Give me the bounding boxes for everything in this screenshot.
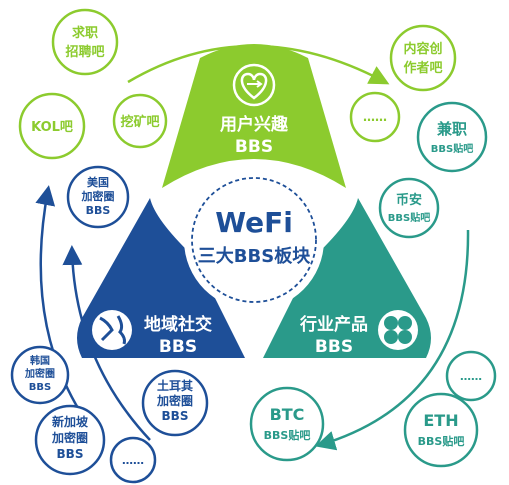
svg-text:求职: 求职	[72, 25, 98, 41]
center-subtitle: 三大BBS板块	[198, 245, 311, 267]
svg-text:加密圈: 加密圈	[156, 393, 193, 408]
svg-text:BBS贴吧: BBS贴吧	[418, 434, 465, 448]
svg-text:加密圈: 加密圈	[51, 430, 88, 445]
sector-interest-label: 用户兴趣	[220, 114, 289, 135]
sector-industry-sub: BBS	[315, 337, 353, 357]
svg-text:ETH: ETH	[423, 411, 458, 430]
svg-text:加密圈: 加密圈	[24, 367, 55, 380]
teal-arrow	[315, 229, 470, 451]
bubble-industry-btc: BTC BBS贴吧	[249, 386, 325, 462]
svg-text:韩国: 韩国	[30, 354, 50, 367]
svg-text:作者吧: 作者吧	[403, 60, 442, 76]
svg-text:BBS贴吧: BBS贴吧	[264, 428, 311, 442]
sector-interest-sub: BBS	[235, 137, 273, 157]
bubble-industry-binance: 币安 BBS贴吧	[378, 177, 440, 239]
svg-text:BBS: BBS	[29, 382, 51, 393]
bubble-industry-eth: ETH BBS贴吧	[403, 392, 479, 468]
bubble-region-turkey: 土耳其 加密圈 BBS	[141, 369, 209, 437]
svg-text:……: ……	[122, 454, 144, 467]
bubble-interest-jobs: 求职 招聘吧	[51, 8, 119, 76]
svg-text:BBS: BBS	[162, 409, 189, 423]
center-circle	[184, 170, 324, 310]
svg-text:加密圈: 加密圈	[81, 189, 115, 203]
svg-text:BTC: BTC	[270, 405, 305, 424]
bubble-region-korea: 韩国 加密圈 BBS	[10, 345, 70, 405]
svg-text:挖矿吧: 挖矿吧	[120, 114, 159, 130]
svg-text:币安: 币安	[396, 192, 422, 208]
sector-region-sub: BBS	[159, 337, 197, 357]
bubble-region-more: ……	[109, 436, 157, 484]
bubble-region-singapore: 新加坡 加密圈 BBS	[34, 404, 106, 476]
center-dashed-ring	[191, 177, 317, 303]
svg-text:兼职: 兼职	[437, 120, 467, 138]
svg-text:BBS: BBS	[86, 204, 111, 217]
bubble-interest-mining: 挖矿吧	[112, 93, 168, 149]
svg-text:BBS贴吧: BBS贴吧	[388, 211, 430, 224]
svg-text:招聘吧: 招聘吧	[65, 44, 104, 60]
sector-region-label: 地域社交	[144, 314, 212, 335]
svg-text:……: ……	[460, 370, 482, 383]
bubble-region-us: 美国 加密圈 BBS	[66, 165, 130, 229]
globe-icon	[92, 310, 132, 350]
bubble-interest-more: ……	[349, 91, 401, 143]
svg-text:BBS贴吧: BBS贴吧	[431, 142, 473, 155]
bubble-interest-kol: KOL吧	[18, 92, 86, 160]
sector-industry-label: 行业产品	[299, 314, 368, 335]
svg-text:……: ……	[363, 110, 387, 124]
bubble-industry-parttime: 兼职 BBS贴吧	[416, 101, 488, 173]
svg-text:内容创: 内容创	[403, 41, 442, 57]
svg-text:KOL吧: KOL吧	[31, 120, 73, 135]
svg-text:美国: 美国	[87, 175, 109, 189]
bubble-interest-creators: 内容创 作者吧	[389, 24, 457, 92]
clover-icon	[378, 310, 418, 350]
bubble-industry-more: ……	[445, 350, 497, 402]
svg-text:BBS: BBS	[57, 447, 84, 461]
heart-exchange-icon	[232, 63, 276, 107]
svg-text:土耳其: 土耳其	[157, 378, 193, 393]
sector-interest	[162, 44, 346, 188]
svg-text:新加坡: 新加坡	[52, 414, 89, 429]
center-title: WeFi	[215, 206, 293, 239]
